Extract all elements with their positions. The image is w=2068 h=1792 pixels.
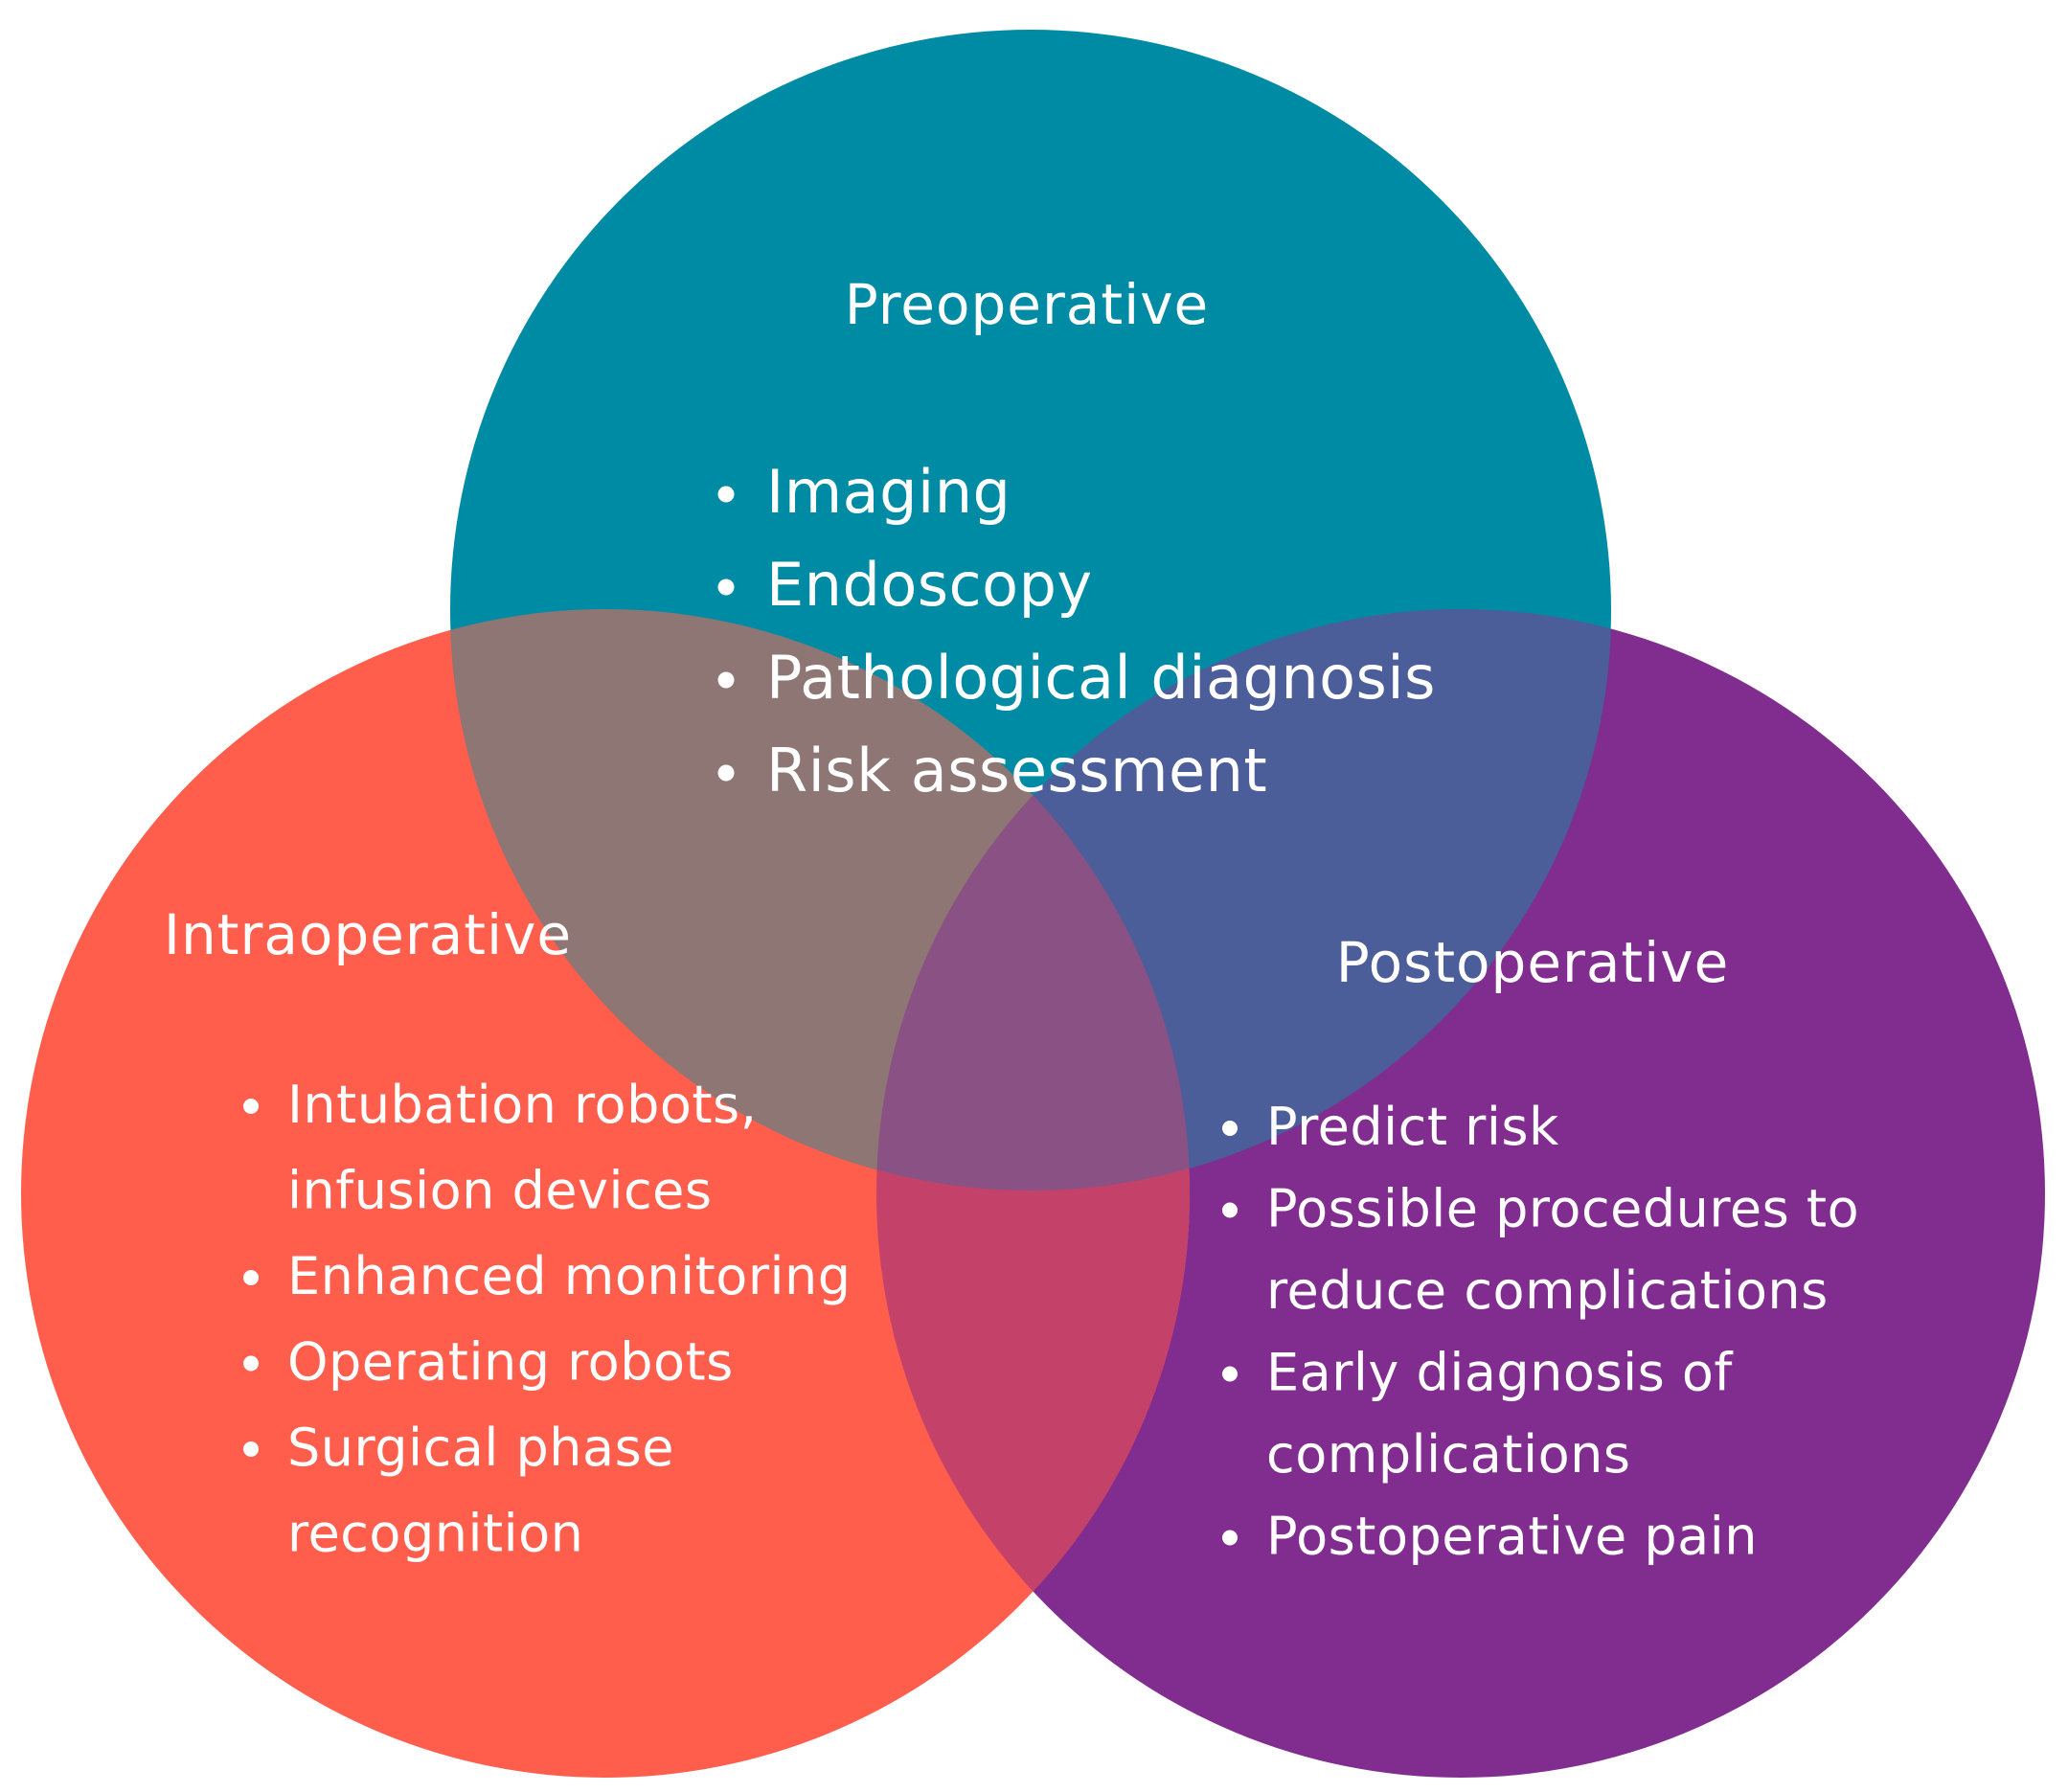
postoperative-item-text: Predict risk: [1266, 1097, 1559, 1157]
intraoperative-item: Intubation robots, infusion devices: [243, 1075, 757, 1221]
postoperative-item: Postoperative pain: [1222, 1507, 1758, 1567]
bullet-icon: [717, 671, 735, 689]
bullet-icon: [1222, 1366, 1238, 1382]
intraoperative-item-text: infusion devices: [287, 1161, 713, 1221]
bullet-icon: [1222, 1121, 1238, 1136]
intraoperative-item: Enhanced monitoring: [243, 1246, 852, 1306]
postoperative-item-text: Postoperative pain: [1266, 1507, 1758, 1567]
preoperative-item-text: Risk assessment: [766, 736, 1267, 805]
preoperative-item: Risk assessment: [717, 736, 1267, 805]
bullet-icon: [1222, 1530, 1238, 1546]
preoperative-label: Preoperative: [845, 272, 1209, 337]
intraoperative-item-text: Intubation robots,: [287, 1075, 757, 1135]
postoperative-item: Possible procedures to reduce complicatio…: [1222, 1179, 1859, 1321]
bullet-icon: [243, 1441, 259, 1457]
bullet-icon: [243, 1099, 259, 1114]
preoperative-item-text: Pathological diagnosis: [766, 643, 1436, 713]
postoperative-item: Early diagnosis of complications: [1222, 1343, 1734, 1485]
intraoperative-item-text: Enhanced monitoring: [287, 1246, 852, 1306]
preoperative-item-text: Endoscopy: [766, 550, 1093, 620]
intraoperative-label: Intraoperative: [164, 902, 572, 967]
postoperative-item-text: complications: [1266, 1424, 1630, 1485]
postoperative-label: Postoperative: [1336, 930, 1730, 995]
preoperative-item: Pathological diagnosis: [717, 643, 1436, 713]
bullet-icon: [243, 1270, 259, 1285]
bullet-icon: [717, 578, 735, 596]
intraoperative-item-text: recognition: [287, 1504, 583, 1564]
postoperative-item-text: Possible procedures to: [1266, 1179, 1859, 1239]
postoperative-item-text: reduce complications: [1266, 1260, 1829, 1321]
bullet-icon: [1222, 1202, 1238, 1218]
intraoperative-item-list: Intubation robots, infusion devicesEnhanc…: [243, 1075, 852, 1564]
preoperative-item: Imaging: [717, 457, 1011, 527]
postoperative-item: Predict risk: [1222, 1097, 1559, 1157]
intraoperative-item: Operating robots: [243, 1332, 734, 1393]
intraoperative-item-text: Surgical phase: [287, 1418, 674, 1478]
preoperative-item-text: Imaging: [766, 457, 1011, 527]
postoperative-item-text: Early diagnosis of: [1266, 1343, 1734, 1403]
bullet-icon: [717, 486, 735, 503]
bullet-icon: [717, 764, 735, 782]
bullet-icon: [243, 1355, 259, 1372]
intraoperative-item: Surgical phase recognition: [243, 1418, 674, 1564]
overlap-pre-intra: [450, 609, 1190, 1191]
intraoperative-item-text: Operating robots: [287, 1332, 734, 1393]
overlap-pre-post: [876, 609, 1611, 1191]
preoperative-item: Endoscopy: [717, 550, 1093, 620]
